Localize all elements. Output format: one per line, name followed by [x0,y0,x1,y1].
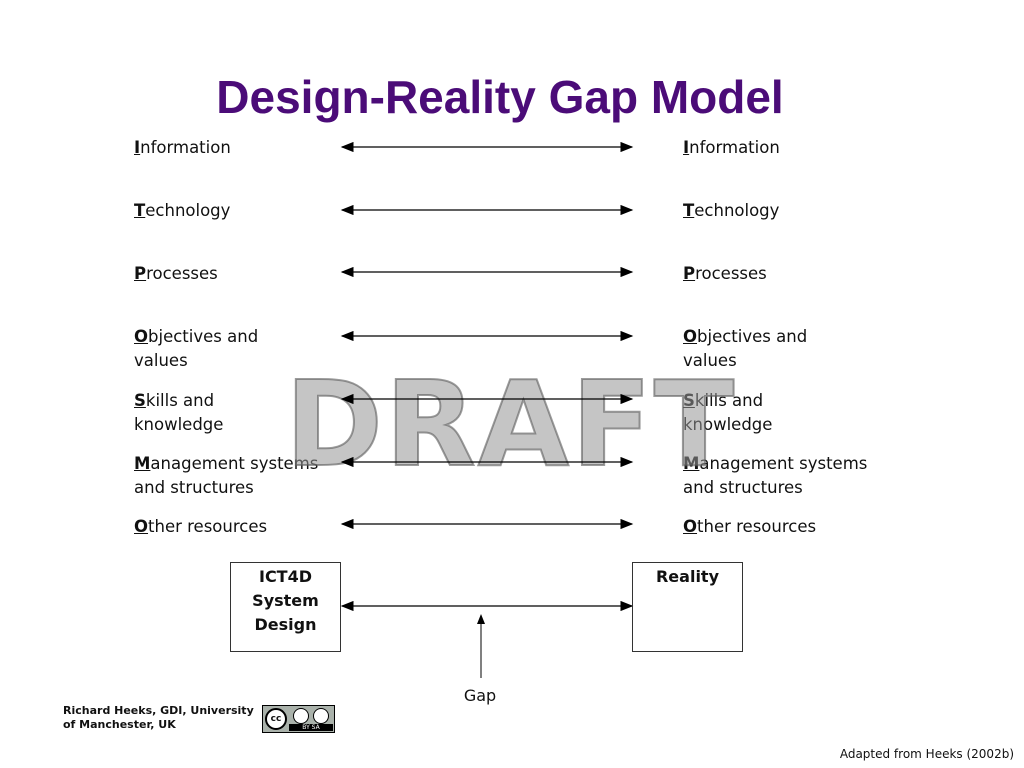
gap-label: Gap [463,686,497,705]
creative-commons-by-sa-icon[interactable]: cc BY SA [262,705,335,733]
design-dimension-information: Information [134,138,231,157]
draft-watermark: DRAFT [284,354,737,494]
cc-icon: cc [265,708,287,730]
page-title: Design-Reality Gap Model [216,71,784,123]
reality-dimension-other-resources: Other resources [683,517,817,536]
reality-dimension-technology: Technology [683,201,780,220]
design-box: ICT4D System Design [230,562,341,652]
share-alike-icon [313,708,329,724]
reality-dimension-skills: Skills and knowledge [683,391,773,434]
reality-dimension-information: Information [683,138,780,157]
design-dimension-processes: Processes [134,264,218,283]
design-dimension-skills: Skills and knowledge [134,391,224,434]
license-badge-text: BY SA [289,724,333,731]
reality-box: Reality [632,562,743,652]
source-footnote: Adapted from Heeks (2002b) [839,747,1014,761]
author-credit: Richard Heeks, GDI, University of Manche… [63,704,254,731]
design-dimension-other-resources: Other resources [134,517,268,536]
attribution-icon [293,708,309,724]
reality-dimension-processes: Processes [683,264,767,283]
reality-dimension-objectives: Objectives and values [683,327,808,370]
design-dimension-management: Management systems and structures [134,454,319,497]
design-dimension-objectives: Objectives and values [134,327,259,370]
reality-dimension-management: Management systems and structures [683,454,868,497]
design-dimension-technology: Technology [134,201,231,220]
